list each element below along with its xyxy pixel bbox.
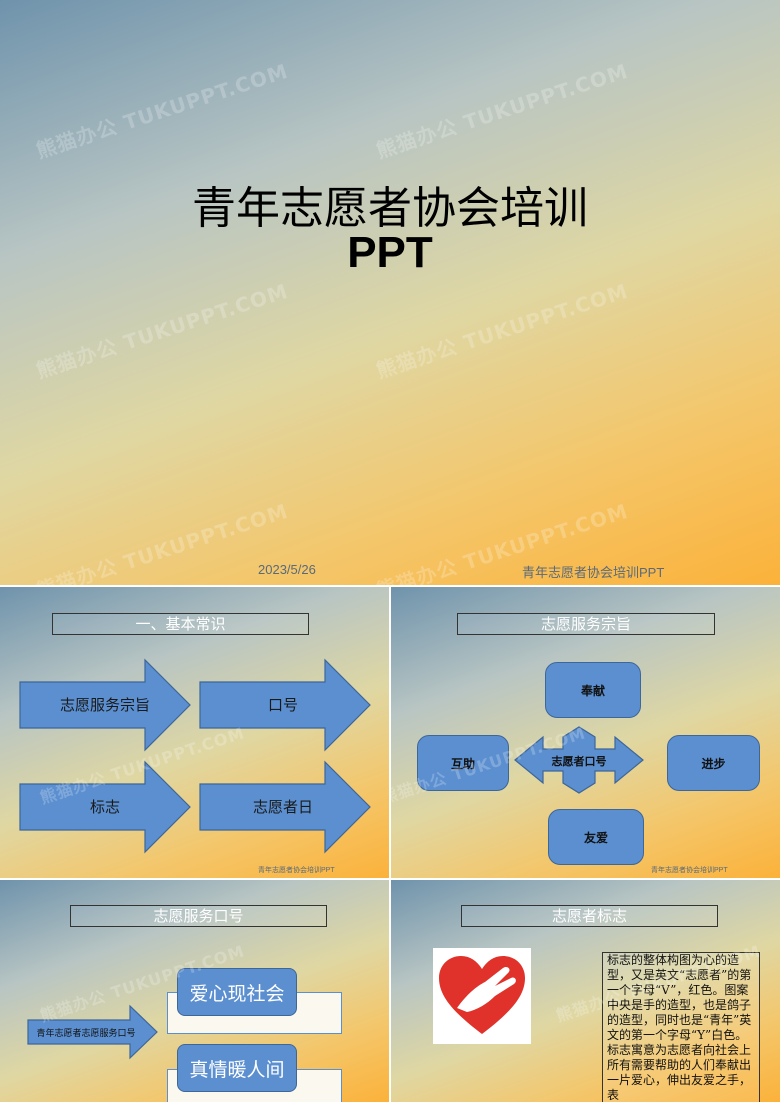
- arrow-shape: [19, 658, 191, 752]
- slide-footer: 青年志愿者协会培训PPT: [258, 867, 335, 874]
- slide-title-line1: 青年志愿者协会培训: [192, 183, 588, 234]
- watermark: 熊猫办公 TUKUPPT.COM: [373, 278, 632, 384]
- slide-date: 2023/5/26: [258, 562, 316, 577]
- arrow-diagram: 志愿服务宗旨 口号 标志 志愿者日: [19, 658, 371, 854]
- arrow-label: 志愿者日: [253, 798, 313, 816]
- slide-title: 志愿者标志: [461, 905, 718, 927]
- slide-title-line2: PPT: [347, 228, 433, 277]
- purpose-box-right: 进步: [667, 735, 760, 791]
- slogan-text: 爱心现社会: [189, 982, 285, 1005]
- slide-title: 一、基本常识: [52, 613, 309, 635]
- cross-arrow-icon: [514, 726, 644, 794]
- watermark: 熊猫办公 TUKUPPT.COM: [33, 498, 292, 585]
- purpose-box-top: 奉献: [545, 662, 641, 718]
- slide-1-title[interactable]: 熊猫办公 TUKUPPT.COM 熊猫办公 TUKUPPT.COM 熊猫办公 T…: [0, 0, 780, 585]
- slide-2-basics[interactable]: 一、基本常识 志愿服务宗旨 口号 标志 志愿者日 熊猫办公 TUKUPPT.CO…: [0, 587, 389, 878]
- slogan-box-2: 真情暖人间: [177, 1044, 297, 1092]
- purpose-box-left: 互助: [417, 735, 509, 791]
- slide-3-purpose[interactable]: 志愿服务宗旨 奉献 互助 进步 友爱 志愿者口号 熊猫办公 TUKUPPT.CO…: [391, 587, 780, 878]
- slide-footer: 青年志愿者协会培训PPT: [522, 565, 665, 580]
- volunteer-logo: [433, 948, 531, 1044]
- slogan-text: 真情暖人间: [189, 1058, 285, 1081]
- center-label: 志愿者口号: [551, 755, 607, 768]
- arrow-label: 青年志愿者志愿服务口号: [36, 1027, 135, 1039]
- slide-5-logo[interactable]: 志愿者标志 标志的整体构图为心的造型，又是英文“志愿者”的第一个字母“V”，红色…: [391, 880, 780, 1102]
- arrow-label: 口号: [268, 696, 298, 714]
- arrow-shape: [199, 658, 371, 752]
- slide-title: 志愿服务口号: [70, 905, 327, 927]
- arrow-label: 志愿服务宗旨: [60, 696, 150, 714]
- slide-title: 志愿服务宗旨: [457, 613, 715, 635]
- logo-description: 标志的整体构图为心的造型，又是英文“志愿者”的第一个字母“V”，红色。图案中央是…: [602, 952, 760, 1102]
- slide-footer: 青年志愿者协会培训PPT: [651, 867, 728, 874]
- arrow-shape: [199, 760, 371, 854]
- heart-hand-icon: [439, 956, 525, 1034]
- purpose-box-bottom: 友爱: [548, 809, 644, 865]
- watermark: 熊猫办公 TUKUPPT.COM: [33, 58, 292, 164]
- slogan-arrow: 青年志愿者志愿服务口号: [27, 1004, 158, 1060]
- slide-4-slogan[interactable]: 志愿服务口号 青年志愿者志愿服务口号 爱心现社会 真情暖人间 熊猫办公 TUKU…: [0, 880, 389, 1102]
- arrow-shape: [19, 760, 191, 854]
- arrow-label: 标志: [90, 798, 120, 816]
- slogan-box-1: 爱心现社会: [177, 968, 297, 1016]
- watermark: 熊猫办公 TUKUPPT.COM: [373, 58, 632, 164]
- description-text: 标志的整体构图为心的造型，又是英文“志愿者”的第一个字母“V”，红色。图案中央是…: [607, 953, 752, 1102]
- watermark: 熊猫办公 TUKUPPT.COM: [33, 278, 292, 384]
